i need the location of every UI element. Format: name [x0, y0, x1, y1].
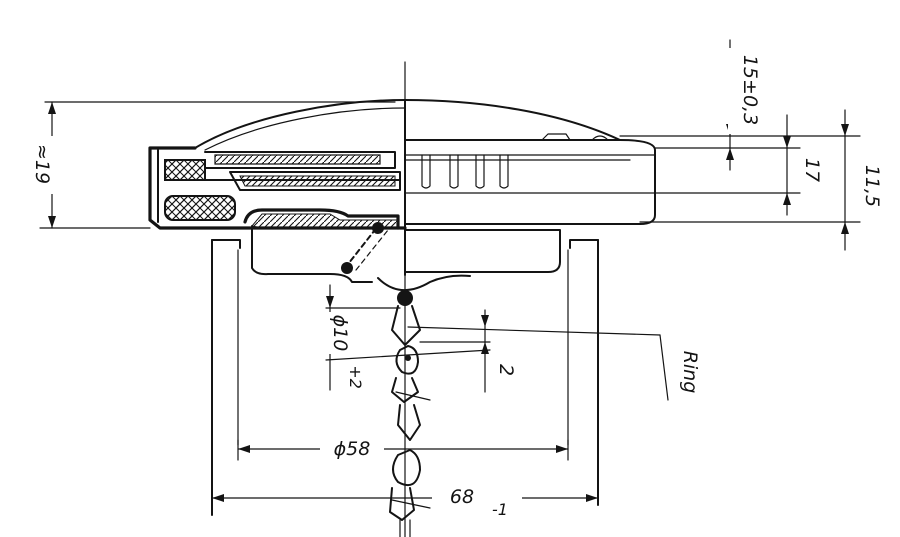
label-height-total: ≈19 [31, 144, 53, 184]
dimension-labels: ≈19 15±0,3 17 11,5 ϕ10 +2 2 Ring ϕ58 68 … [22, 48, 884, 519]
label-dim-2: 2 [495, 364, 517, 376]
label-dim-top: 15±0,3 [739, 55, 761, 125]
label-dim-17: 17 [801, 158, 823, 182]
label-plus-2: +2 [346, 365, 365, 389]
label-dim-68: 68 [450, 486, 474, 508]
section-cutaway [148, 146, 407, 283]
label-tol-68: -1 [492, 500, 508, 519]
filler-neck [211, 239, 599, 516]
dimension-lines [39, 39, 861, 502]
chain [389, 290, 431, 537]
cap-outline [194, 99, 656, 291]
label-dim-11-5: 11,5 [861, 165, 883, 207]
label-phi-10: ϕ10 [329, 315, 351, 352]
label-phi-58: ϕ58 [334, 438, 371, 460]
label-ring: Ring [679, 351, 701, 394]
